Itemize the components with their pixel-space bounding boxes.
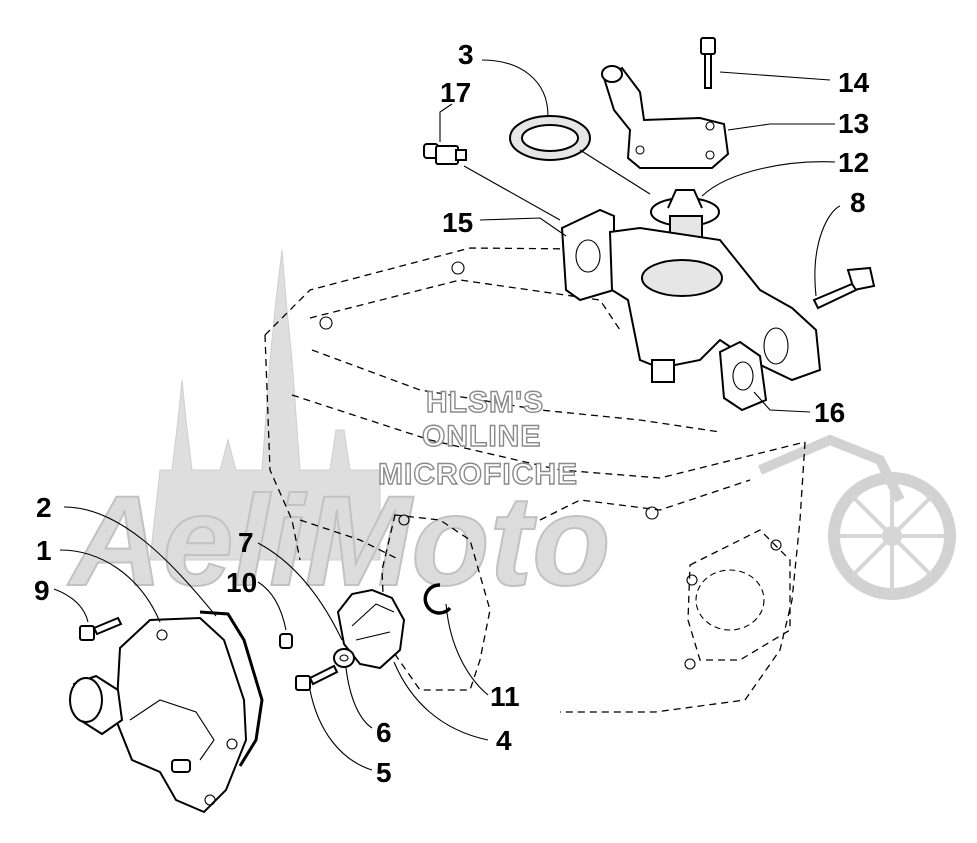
callout-9: 9: [34, 575, 50, 606]
callouts: 3 17 14 13 12 8 15 16 2 7 1 10 9 11 6 4 …: [34, 39, 870, 788]
part-17-temperature-sensor: [423, 143, 467, 165]
callout-3: 3: [458, 39, 474, 70]
outlet-housing: [608, 226, 822, 383]
watermark-skyline: [149, 249, 381, 561]
watermark-line-2: ONLINE: [422, 420, 541, 453]
callout-2: 2: [36, 492, 52, 523]
watermark-logo-text: AeliMoto: [67, 470, 610, 613]
callout-1: 1: [36, 535, 52, 566]
watermark-line-1: HLSM'S: [426, 386, 544, 419]
watermark-line-3: MICROFICHE: [378, 458, 578, 491]
part-5-bolt: [295, 664, 339, 691]
part-13-thermostat-cover: [601, 65, 730, 169]
part-2-pump-gasket: [199, 610, 264, 767]
part-1-pump-cover: [69, 616, 248, 814]
part-11-circlip: [423, 583, 452, 615]
callout-4: 4: [496, 725, 512, 756]
callout-7: 7: [238, 527, 254, 558]
callout-16: 16: [814, 397, 845, 428]
callout-10: 10: [226, 567, 257, 598]
part-15-gasket: [560, 208, 615, 302]
callout-8: 8: [850, 187, 866, 218]
callout-17: 17: [440, 77, 471, 108]
callout-6: 6: [376, 717, 392, 748]
watermark-wheel-spokes: [836, 480, 948, 592]
watermark-motorcycle-frame: [758, 434, 905, 503]
part-6-washer: [333, 648, 355, 668]
watermark-logo: AeliMoto: [66, 249, 956, 614]
part-14-bolt: [700, 37, 716, 89]
callout-12: 12: [838, 147, 869, 178]
callout-5: 5: [376, 757, 392, 788]
callout-13: 13: [838, 108, 869, 139]
leader-lines: [53, 59, 841, 771]
part-9-bolt: [79, 616, 123, 641]
part-3-seal-ring: [509, 115, 591, 161]
engine-block: [264, 247, 806, 713]
callout-15: 15: [442, 207, 473, 238]
part-8-bolt: [812, 266, 876, 310]
watermark-text: HLSM'S ONLINE MICROFICHE: [377, 385, 578, 491]
part-10-dowel-pin: [279, 633, 293, 649]
callout-14: 14: [838, 67, 870, 98]
callout-11: 11: [490, 681, 520, 712]
